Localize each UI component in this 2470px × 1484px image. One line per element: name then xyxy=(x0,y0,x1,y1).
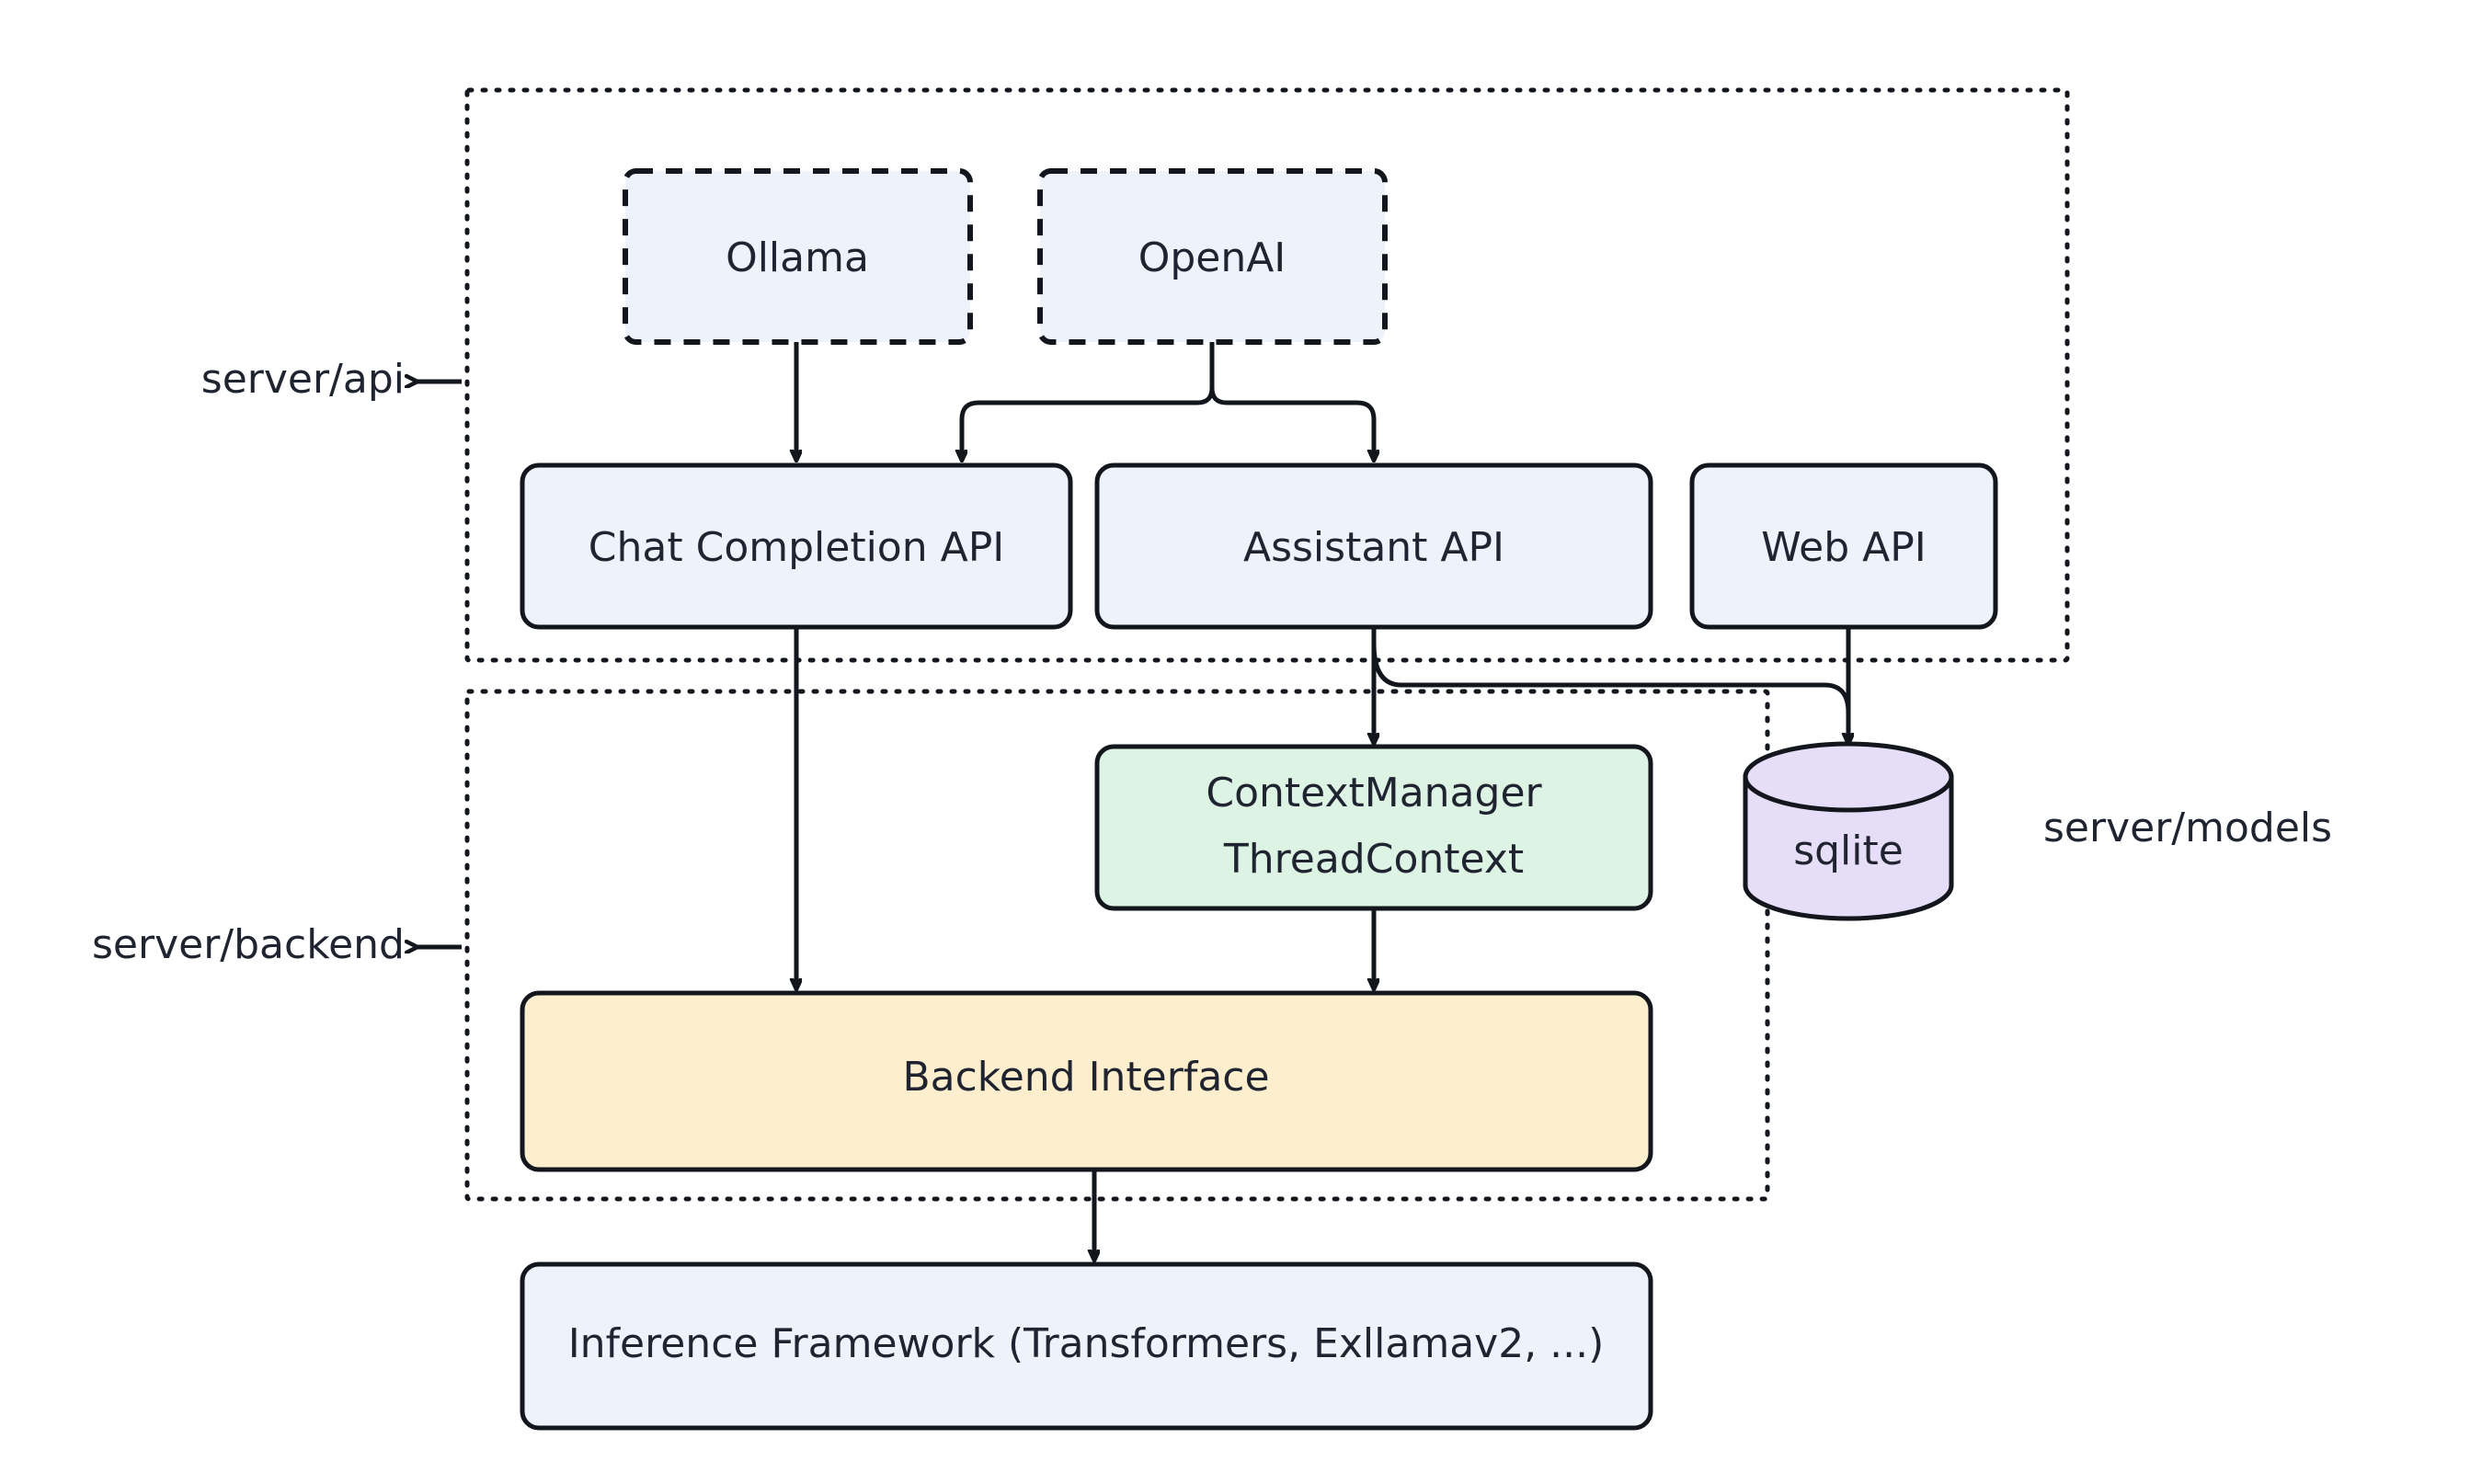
group-container-server-api xyxy=(464,87,2070,663)
edge-assistant-api-to-sqlite xyxy=(1371,643,1851,736)
edge-openai-to-chat-completion-api xyxy=(962,342,1215,460)
node-context-manager[interactable]: ContextManager ThreadContext xyxy=(1094,744,1653,911)
edge-openai-to-assistant-api xyxy=(1209,342,1374,460)
node-web-api[interactable]: Web API xyxy=(1689,462,1998,630)
node-assistant-api[interactable]: Assistant API xyxy=(1094,462,1653,630)
node-backend-interface[interactable]: Backend Interface xyxy=(520,990,1653,1172)
node-assistant-api-label: Assistant API xyxy=(1243,524,1504,571)
node-openai-label: OpenAI xyxy=(1138,234,1286,281)
node-ollama-label: Ollama xyxy=(726,234,869,281)
node-backend-interface-label: Backend Interface xyxy=(902,1054,1269,1101)
node-sqlite[interactable]: sqlite xyxy=(1743,741,1954,921)
node-context-manager-label-line1: ContextManager xyxy=(1206,770,1542,816)
node-inference-framework[interactable]: Inference Framework (Transformers, Exlla… xyxy=(520,1261,1653,1431)
node-sqlite-label: sqlite xyxy=(1793,828,1904,874)
group-label-server-backend: server/backend xyxy=(92,921,405,968)
node-web-api-label: Web API xyxy=(1761,524,1927,571)
node-chat-completion-api[interactable]: Chat Completion API xyxy=(520,462,1073,630)
node-chat-completion-api-label: Chat Completion API xyxy=(589,524,1004,571)
group-label-server-api: server/api xyxy=(201,356,405,403)
node-inference-framework-label: Inference Framework (Transformers, Exlla… xyxy=(568,1320,1605,1367)
node-context-manager-label-line2: ThreadContext xyxy=(1223,836,1524,883)
group-container-server-backend xyxy=(464,689,1770,1202)
group-label-server-models: server/models xyxy=(2043,805,2332,851)
node-ollama[interactable]: Ollama xyxy=(623,168,973,345)
node-openai[interactable]: OpenAI xyxy=(1037,168,1388,345)
